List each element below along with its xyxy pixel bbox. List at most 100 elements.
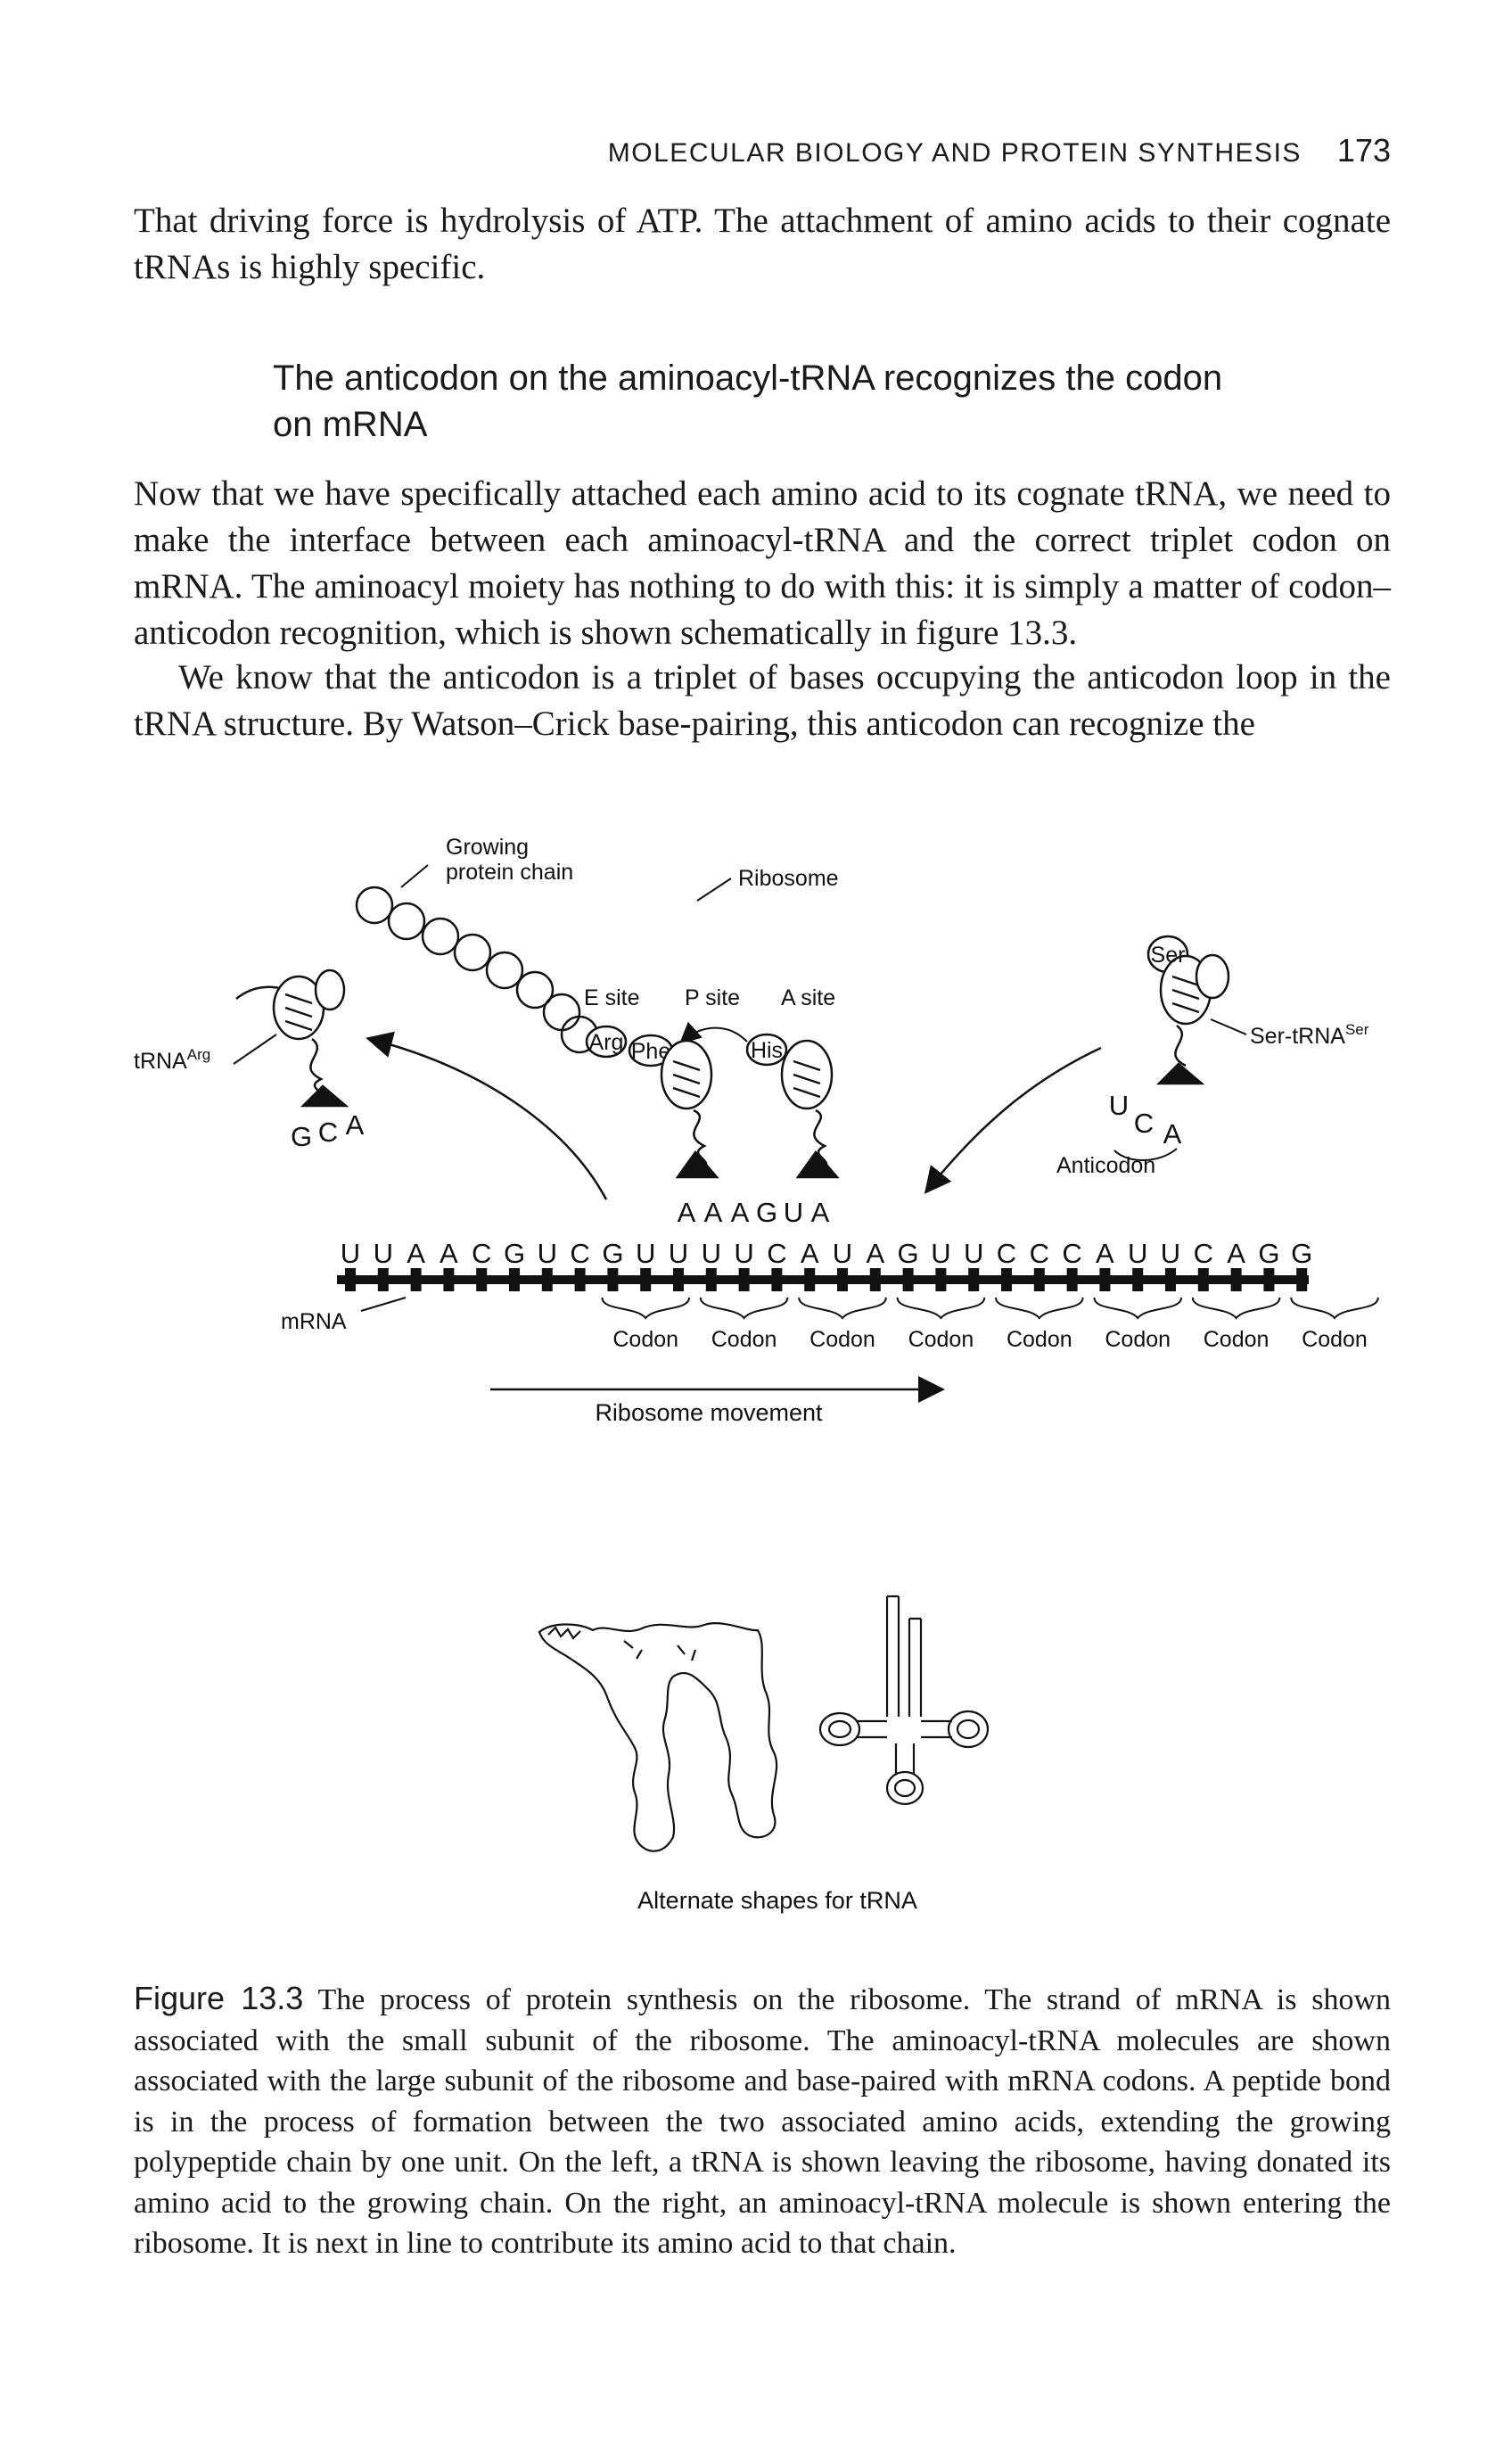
codon-brace (1290, 1297, 1379, 1320)
mrna-base: U (833, 1238, 852, 1269)
ribosome-movement-label: Ribosome movement (595, 1399, 823, 1426)
growing-chain-label-line2: protein chain (446, 860, 573, 885)
mrna-backbone (337, 1275, 1309, 1284)
p-site-label: P site (685, 985, 740, 1010)
mrna-base-tick (1132, 1268, 1144, 1291)
mrna-base-tick (443, 1268, 455, 1291)
mrna-base: U (538, 1238, 557, 1269)
mrna-base: G (602, 1238, 623, 1269)
caption-text: The process of protein synthesis on the … (134, 1983, 1392, 2260)
a-site-anticodon-3: A (811, 1197, 830, 1228)
running-head: MOLECULAR BIOLOGY AND PROTEIN SYNTHESIS 1… (134, 132, 1391, 169)
mrna-base-tick (607, 1268, 619, 1291)
mrna-base: G (898, 1238, 919, 1269)
mrna-base: U (931, 1238, 950, 1269)
mrna-base-tick (968, 1268, 980, 1291)
growing-chain-beads (355, 886, 599, 1054)
mrna-base-tick (1296, 1268, 1308, 1291)
mrna-base-tick (869, 1268, 881, 1291)
mrna-base-tick (738, 1268, 750, 1291)
mrna-base-tick (902, 1268, 914, 1291)
mrna-base: C (570, 1238, 589, 1269)
codon-brace (1093, 1297, 1182, 1320)
ser-anticodon-3: A (1163, 1118, 1182, 1150)
codon-brace (798, 1297, 887, 1320)
ser-anticodon-2: C (1134, 1108, 1154, 1139)
figure-caption: Figure 13.3 The process of protein synth… (134, 1978, 1391, 2264)
ribosome-label: Ribosome (738, 866, 839, 891)
mrna-base-tick (1001, 1268, 1012, 1291)
mrna-base: A (1227, 1238, 1245, 1269)
left-anticodon-2: C (318, 1117, 338, 1148)
mrna-base-tick (673, 1268, 684, 1291)
figure-number: Figure 13.3 (134, 1980, 304, 2016)
mrna-base-tick (509, 1268, 520, 1291)
mrna-base-tick (1066, 1268, 1078, 1291)
body-paragraph: That driving force is hydrolysis of ATP.… (134, 202, 1391, 286)
trna-arg-text: tRNA (134, 1049, 187, 1074)
alternate-shapes-caption: Alternate shapes for tRNA (637, 1887, 917, 1914)
mrna-base: U (702, 1238, 721, 1269)
codon-label: Codon (1204, 1327, 1270, 1352)
mrna-base-tick (1230, 1268, 1242, 1291)
mrna-base: A (866, 1238, 884, 1269)
page-number: 173 (1336, 132, 1391, 169)
mrna-base-tick (935, 1268, 947, 1291)
mrna-base: G (1291, 1238, 1312, 1269)
mrna-base: U (374, 1238, 393, 1269)
mrna-base: C (1194, 1238, 1213, 1269)
mrna-base: C (767, 1238, 786, 1269)
trna-entry-arrow (924, 1046, 1102, 1194)
mrna-base-tick (1197, 1268, 1209, 1291)
mrna-base-tick (640, 1268, 652, 1291)
left-anticodon-3: A (346, 1109, 365, 1141)
mrna-base-tick (574, 1268, 586, 1291)
codon-brace (699, 1297, 789, 1320)
codon-label: Codon (1105, 1327, 1171, 1352)
left-anticodon-1: G (291, 1121, 312, 1152)
body-paragraph: Now that we have specifically attached e… (134, 474, 1391, 652)
mrna-base: A (1096, 1238, 1114, 1269)
codon-brace (601, 1297, 690, 1320)
mrna-label: mRNA (281, 1309, 347, 1334)
mrna-base-tick (1165, 1268, 1176, 1291)
codon-brace (1191, 1297, 1281, 1320)
mrna-base: C (1062, 1238, 1081, 1269)
codon-label: Codon (612, 1327, 678, 1352)
trna-cloverleaf-shape (818, 1595, 990, 1806)
amino-acid-phe: Phe (628, 1034, 674, 1067)
codon-label: Codon (711, 1327, 777, 1352)
body-paragraph: We know that the anticodon is a triplet … (134, 658, 1391, 743)
codon-brace (896, 1297, 986, 1320)
mrna-base-tick (377, 1268, 389, 1291)
trna-p-site (660, 1039, 719, 1179)
trna-arg-leaving (235, 968, 349, 1108)
mrna-base-tick (541, 1268, 553, 1291)
running-head-title: MOLECULAR BIOLOGY AND PROTEIN SYNTHESIS (607, 138, 1302, 168)
mrna-base-tick (705, 1268, 717, 1291)
mrna-base: G (1258, 1238, 1279, 1269)
trna-arg-sup: Arg (187, 1046, 210, 1063)
ser-trna-entering (1146, 935, 1230, 1085)
mrna-base: C (1030, 1238, 1049, 1269)
mrna-base: G (504, 1238, 525, 1269)
a-site-label: A site (781, 985, 835, 1010)
codon-brace (995, 1297, 1084, 1320)
codon-label: Codon (809, 1327, 875, 1352)
a-site-anticodon-1: G (756, 1197, 777, 1228)
mrna-base: C (472, 1238, 491, 1269)
a-site-anticodon-2: U (784, 1197, 803, 1228)
his-text: His (751, 1038, 783, 1063)
mrna-base: U (734, 1238, 753, 1269)
mrna-base: U (1128, 1238, 1147, 1269)
mrna-base-tick (771, 1268, 783, 1291)
arg-text: Arg (589, 1030, 624, 1055)
mrna-base: U (1161, 1238, 1180, 1269)
codon-label: Codon (908, 1327, 974, 1352)
trna-a-site (780, 1039, 840, 1179)
mrna-base-tick (804, 1268, 816, 1291)
ser-trna-label: Ser-tRNASer (1250, 1021, 1369, 1049)
mrna-base: C (997, 1238, 1016, 1269)
